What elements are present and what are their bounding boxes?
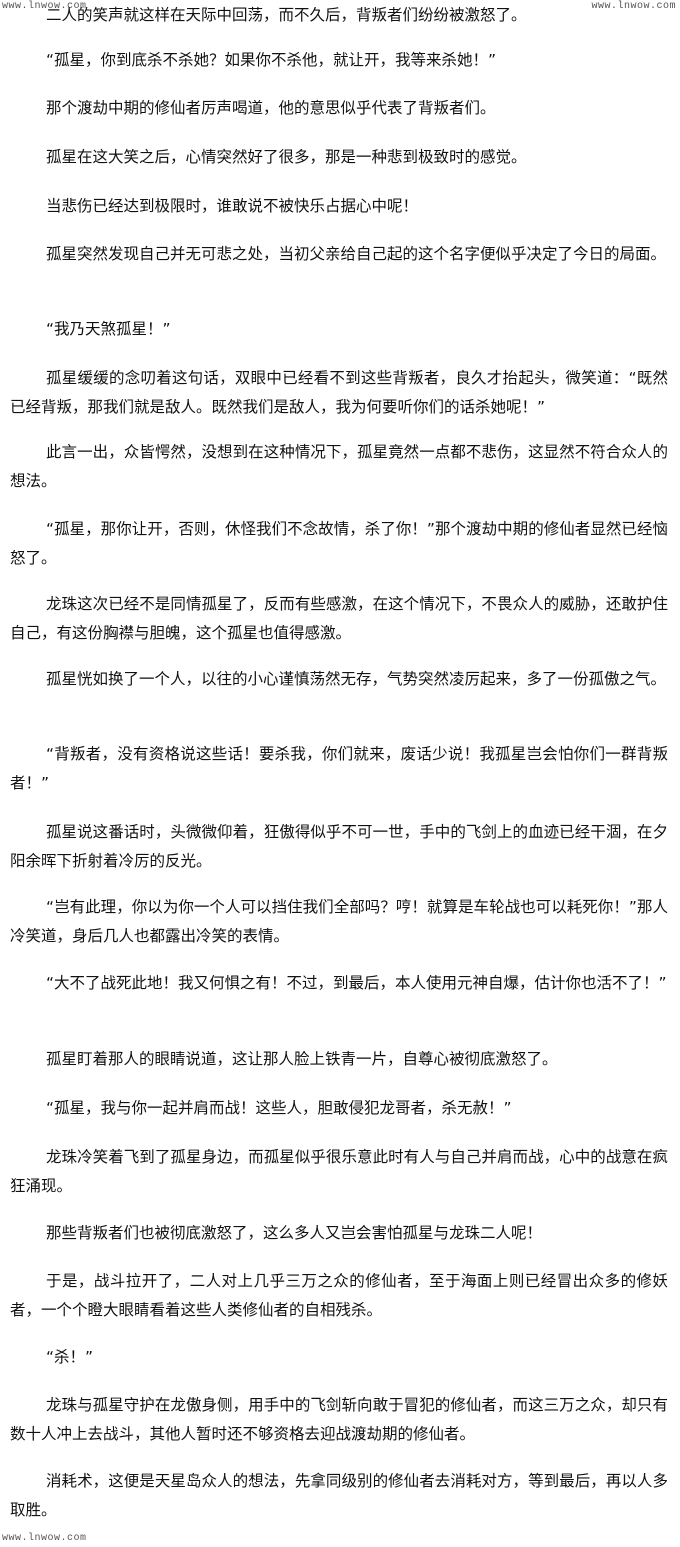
paragraph: “背叛者，没有资格说这些话！要杀我，你们就来，废话少说！我孤星岂会怕你们一群背叛… xyxy=(10,745,668,792)
paragraph: 消耗术，这便是天星岛众人的想法，先拿同级别的修仙者去消耗对方，等到最后，再以人多… xyxy=(10,1472,668,1519)
paragraph: “岂有此理，你以为你一个人可以挡住我们全部吗？哼！就算是车轮战也可以耗死你！”那… xyxy=(10,898,668,945)
paragraph: 此言一出，众皆愕然，没想到在这种情况下，孤星竟然一点都不悲伤，这显然不符合众人的… xyxy=(10,443,668,490)
paragraph: 龙珠与孤星守护在龙傲身侧，用手中的飞剑斩向敢于冒犯的修仙者，而这三万之众，却只有… xyxy=(10,1396,668,1443)
paragraph: 那个渡劫中期的修仙者厉声喝道，他的意思似乎代表了背叛者们。 xyxy=(46,99,496,117)
paragraph: 二人的笑声就这样在天际中回荡，而不久后，背叛者们纷纷被激怒了。 xyxy=(46,6,527,24)
paragraph: “孤星，你到底杀不杀她？如果你不杀他，就让开，我等来杀她！” xyxy=(46,51,497,69)
watermark-bottom-left: www.lnwow.com xyxy=(2,1533,87,1544)
paragraph: 龙珠冷笑着飞到了孤星身边，而孤星似乎很乐意此时有人与自己并肩而战，心中的战意在疯… xyxy=(10,1148,668,1195)
paragraph: “大不了战死此地！我又何惧之有！不过，到最后，本人使用元神自爆，估计你也活不了！… xyxy=(46,974,667,992)
paragraph: 那些背叛者们也被彻底激怒了，这么多人又岂会害怕孤星与龙珠二人呢！ xyxy=(46,1224,543,1242)
watermark-top-left: www.lnwow.com xyxy=(2,1,87,12)
watermark-top-right: www.lnwow.com xyxy=(591,1,676,12)
paragraph: 孤星缓缓的念叨着这句话，双眼中已经看不到这些背叛者，良久才抬起头，微笑道：“既然… xyxy=(10,369,668,416)
paragraph: “杀！” xyxy=(46,1348,94,1366)
paragraph: 于是，战斗拉开了，二人对上几乎三万之众的修仙者，至于海面上则已经冒出众多的修妖者… xyxy=(10,1272,668,1319)
paragraph: “孤星，我与你一起并肩而战！这些人，胆敢侵犯龙哥者，杀无赦！” xyxy=(46,1099,512,1117)
paragraph: 孤星在这大笑之后，心情突然好了很多，那是一种悲到极致时的感觉。 xyxy=(46,148,527,166)
paragraph: 龙珠这次已经不是同情孤星了，反而有些感激，在这个情况下，不畏众人的威胁，还敢护住… xyxy=(10,595,668,642)
paragraph: 当悲伤已经达到极限时，谁敢说不被快乐占据心中呢！ xyxy=(46,197,419,215)
paragraph: 孤星突然发现自己并无可悲之处，当初父亲给自己起的这个名字便似乎决定了今日的局面。 xyxy=(46,245,667,263)
paragraph: “孤星，那你让开，否则，休怪我们不念故情，杀了你！”那个渡劫中期的修仙者显然已经… xyxy=(10,520,668,567)
paragraph: 孤星说这番话时，头微微仰着，狂傲得似乎不可一世，手中的飞剑上的血迹已经干涸，在夕… xyxy=(10,823,668,870)
paragraph: 孤星恍如换了一个人，以往的小心谨慎荡然无存，气势突然凌厉起来，多了一份孤傲之气。 xyxy=(46,670,667,688)
paragraph: 孤星盯着那人的眼睛说道，这让那人脸上铁青一片，自尊心被彻底激怒了。 xyxy=(46,1050,558,1068)
paragraph: “我乃天煞孤星！” xyxy=(46,320,171,338)
